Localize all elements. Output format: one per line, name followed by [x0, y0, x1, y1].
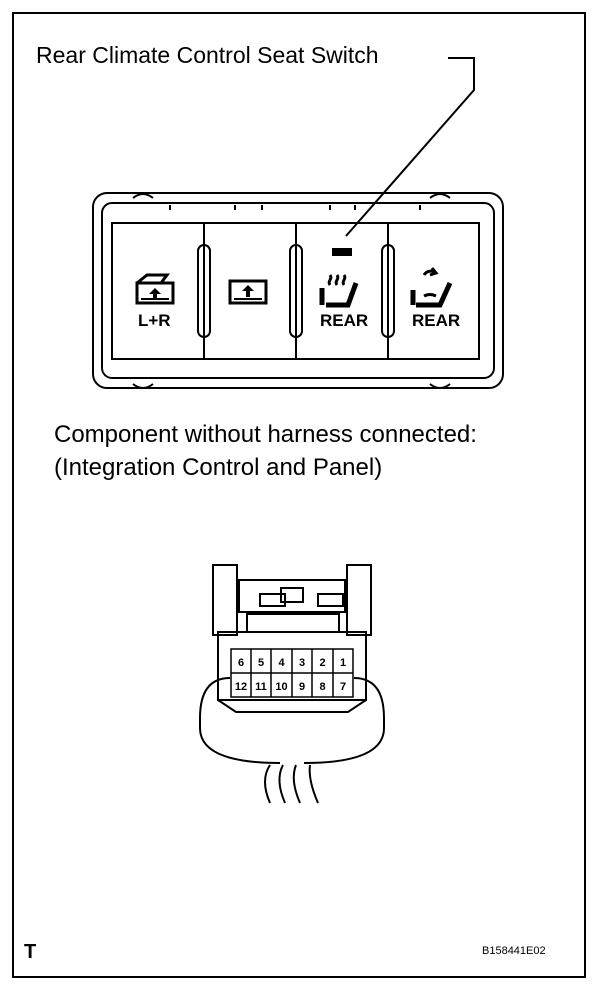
caption-line-2: (Integration Control and Panel) [54, 454, 383, 481]
connector [199, 564, 385, 804]
seat-fan-both-icon [135, 273, 175, 305]
indicator-led [332, 248, 352, 256]
pin-number: 5 [258, 657, 264, 669]
figure-code: B158441E02 [482, 945, 546, 957]
pin-number: 8 [319, 681, 325, 693]
pin-number: 10 [275, 681, 287, 693]
button-label-rear-vent: REAR [412, 311, 460, 330]
pin-number: 12 [235, 681, 247, 693]
leader-line [345, 57, 475, 237]
seat-heater-icon [319, 274, 359, 308]
pin-number: 2 [319, 657, 325, 669]
pin-labels: 6 5 4 3 2 1 12 11 10 9 8 7 [235, 657, 346, 693]
caption-line-1: Component without harness connected: [54, 421, 477, 448]
button-label-rear-heater: REAR [320, 311, 368, 330]
switch-panel [92, 192, 504, 389]
seat-fan-icon [228, 279, 268, 305]
pin-number: 4 [278, 657, 285, 669]
pin-grid [230, 648, 354, 698]
corner-mark: T [24, 941, 37, 963]
figure-frame [12, 12, 586, 978]
pin-number: 9 [299, 681, 305, 693]
pin-number: 7 [340, 681, 346, 693]
pin-number: 1 [340, 657, 346, 669]
pin-number: 3 [299, 657, 305, 669]
seat-ventilation-icon [410, 267, 453, 308]
switch-title-label: Rear Climate Control Seat Switch [36, 42, 379, 68]
button-label-lr: L+R [138, 311, 171, 330]
pin-number: 6 [238, 657, 244, 669]
pin-number: 11 [255, 681, 267, 693]
